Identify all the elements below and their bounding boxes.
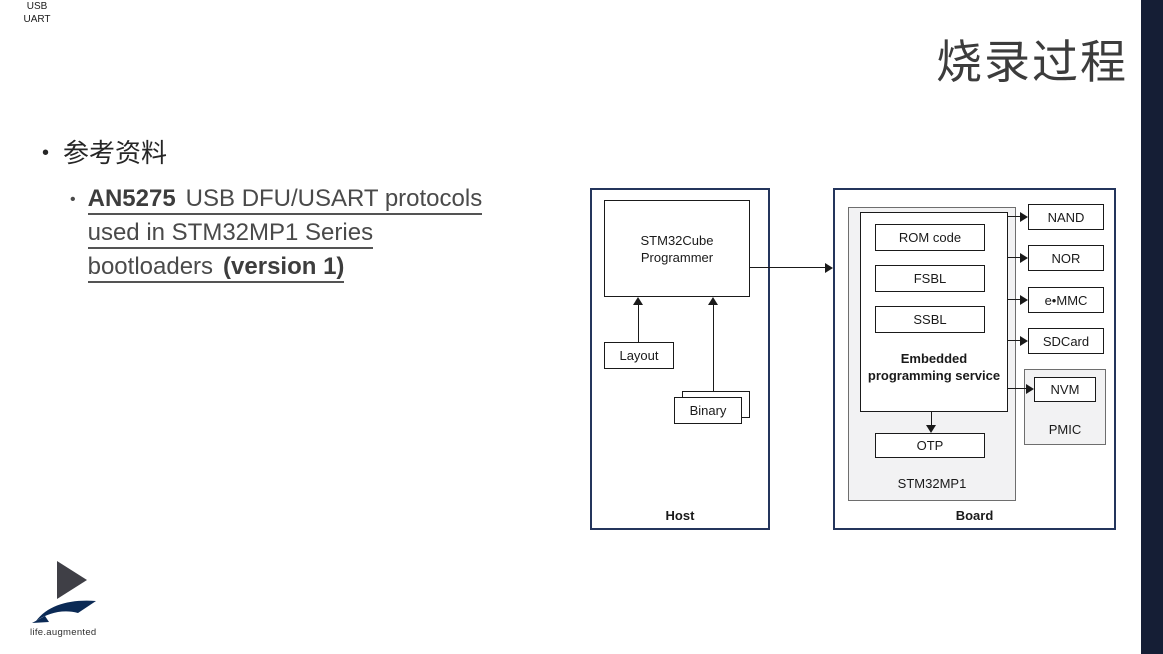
play-button[interactable] [57, 561, 87, 599]
right-accent-bar [1141, 0, 1163, 654]
usb-uart-label: USB UART [0, 0, 74, 26]
arrow-to-sdcard-line [1008, 340, 1021, 341]
arrow-to-nand-line [1008, 216, 1021, 217]
ssbl-box: SSBL [875, 306, 985, 333]
link-text: used in STM32MP1 Series [87, 219, 374, 246]
arrow-host-to-board-line [750, 267, 825, 268]
link-text: USB DFU/USART protocols [185, 185, 483, 212]
link-text: bootloaders [87, 253, 214, 280]
stm32mp1-label: STM32MP1 [897, 476, 967, 491]
arrow-to-nvm-line [1008, 388, 1026, 389]
bullet-heading: 参考资料 [63, 138, 168, 168]
link-line-3: bootloaders (version 1) [87, 252, 345, 283]
arrow-layout-to-programmer-line [638, 305, 639, 342]
emmc-box: e•MMC [1028, 287, 1104, 313]
arrow-to-nor-head [1020, 253, 1028, 263]
binary-box: Binary [674, 397, 742, 424]
otp-box: OTP [875, 433, 985, 458]
arrow-binary-to-programmer-head [708, 297, 718, 305]
st-logo-text: life.augmented [30, 627, 97, 638]
nor-box: NOR [1028, 245, 1104, 271]
arrow-to-nvm-head [1026, 384, 1034, 394]
arrow-host-to-board-head [825, 263, 833, 273]
arrow-to-sdcard-head [1020, 336, 1028, 346]
slide-title: 烧录过程 [936, 36, 1128, 88]
bullet-an5275: • AN5275 USB DFU/USART protocols used in … [70, 184, 483, 286]
link-bold-version: (version 1) [223, 253, 345, 280]
nand-box: NAND [1028, 204, 1104, 230]
layout-box: Layout [604, 342, 674, 369]
arrow-binary-to-programmer-line [713, 305, 714, 397]
arrow-eps-to-otp-head [926, 425, 936, 433]
link-line-2: used in STM32MP1 Series [87, 218, 374, 249]
bullet-icon: • [70, 191, 76, 208]
arrow-to-emmc-line [1008, 299, 1021, 300]
bullet-reference-materials: • 参考资料 [42, 136, 167, 170]
embedded-programming-service-label: Embedded programming service [867, 351, 1001, 383]
usb-label: USB [26, 1, 48, 12]
board-label: Board [955, 508, 994, 523]
an5275-link[interactable]: AN5275 USB DFU/USART protocols used in ST… [87, 184, 483, 286]
bullet-icon: • [42, 142, 50, 164]
fsbl-box: FSBL [875, 265, 985, 292]
link-bold-an5275: AN5275 [87, 185, 176, 212]
host-label: Host [665, 508, 695, 523]
uart-label: UART [23, 14, 51, 25]
arrow-layout-to-programmer-head [633, 297, 643, 305]
pmic-label: PMIC [1048, 422, 1082, 437]
stm32cube-programmer-box: STM32Cube Programmer [604, 200, 750, 297]
nvm-box: NVM [1034, 377, 1096, 402]
arrow-to-nor-line [1008, 257, 1021, 258]
rom-code-box: ROM code [875, 224, 985, 251]
link-line-1: AN5275 USB DFU/USART protocols [87, 184, 483, 215]
arrow-eps-to-otp-line [931, 412, 932, 426]
arrow-to-emmc-head [1020, 295, 1028, 305]
st-logo-swoosh [32, 600, 96, 623]
sdcard-box: SDCard [1028, 328, 1104, 354]
arrow-to-nand-head [1020, 212, 1028, 222]
